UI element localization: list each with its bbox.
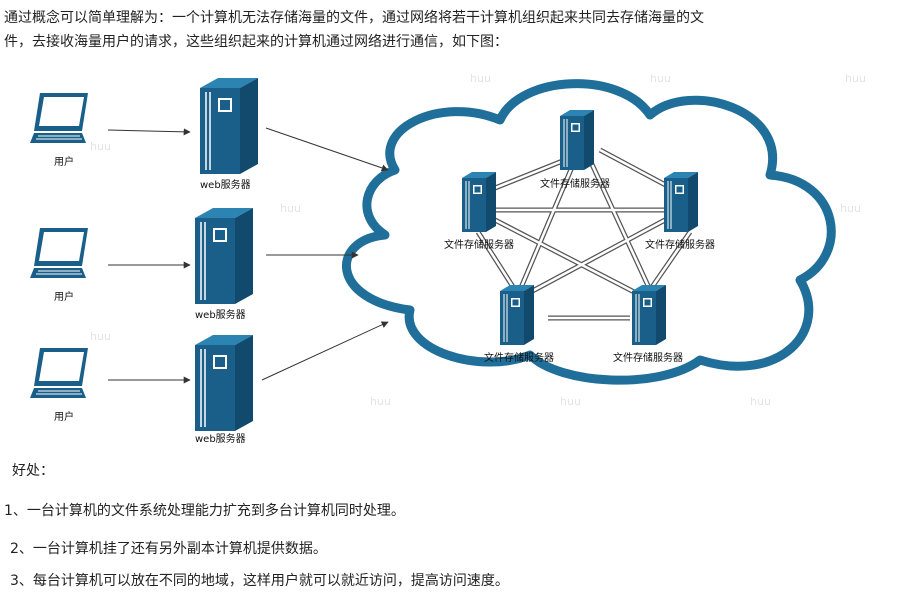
arrow-web3-to-cloud bbox=[261, 321, 389, 381]
storage-server-left: 文件存储服务器 bbox=[444, 171, 514, 251]
arrow-user1-to-web1 bbox=[107, 128, 191, 136]
web-server-2: web服务器 bbox=[194, 207, 254, 321]
user-laptop-3: 用户 bbox=[29, 347, 89, 423]
storage-server-bottom-left: 文件存储服务器 bbox=[484, 284, 554, 364]
storage-server-label: 文件存储服务器 bbox=[444, 238, 514, 251]
user-laptop-2: 用户 bbox=[29, 227, 89, 303]
watermark: huu bbox=[470, 72, 491, 85]
intro-paragraph: 通过概念可以简单理解为：一个计算机无法存储海量的文件，通过网络将若干计算机组织起… bbox=[4, 6, 889, 54]
watermark: huu bbox=[280, 202, 301, 215]
user-laptop-1: 用户 bbox=[29, 92, 89, 168]
watermark: huu bbox=[560, 395, 581, 408]
web-server-label: web服务器 bbox=[195, 308, 246, 321]
user-label: 用户 bbox=[54, 410, 74, 423]
watermark: huu bbox=[370, 395, 391, 408]
user-label: 用户 bbox=[54, 155, 74, 168]
watermark: huu bbox=[650, 72, 671, 85]
watermark: huu bbox=[840, 202, 861, 215]
intro-line-2: 件，去接收海量用户的请求，这些组织起来的计算机通过网络进行通信，如下图： bbox=[4, 34, 508, 50]
benefit-item-3: 3、每台计算机可以放在不同的地域，这样用户就可以就近访问，提高访问速度。 bbox=[10, 573, 509, 589]
benefits-title: 好处： bbox=[12, 463, 54, 479]
benefit-item-1: 1、一台计算机的文件系统处理能力扩充到多台计算机同时处理。 bbox=[4, 503, 405, 519]
watermark: huu bbox=[90, 330, 111, 343]
user-label: 用户 bbox=[54, 290, 74, 303]
storage-server-bottom-right: 文件存储服务器 bbox=[613, 284, 683, 364]
storage-server-right: 文件存储服务器 bbox=[645, 171, 715, 251]
storage-server-label: 文件存储服务器 bbox=[484, 351, 554, 364]
cloud-shape bbox=[342, 79, 836, 385]
benefit-item-2: 2、一台计算机挂了还有另外副本计算机提供数据。 bbox=[10, 541, 327, 557]
web-server-1: web服务器 bbox=[199, 77, 259, 191]
intro-line-1: 通过概念可以简单理解为：一个计算机无法存储海量的文件，通过网络将若干计算机组织起… bbox=[4, 10, 704, 26]
arrow-web1-to-cloud bbox=[265, 127, 389, 172]
distributed-storage-diagram: huu huu huu huu huu huu huu huu huu huu … bbox=[29, 72, 866, 445]
watermark: huu bbox=[90, 140, 111, 153]
web-server-3: web服务器 bbox=[194, 334, 254, 445]
storage-server-top: 文件存储服务器 bbox=[540, 109, 610, 190]
storage-server-label: 文件存储服务器 bbox=[613, 351, 683, 364]
web-server-label: web服务器 bbox=[195, 432, 246, 445]
web-server-label: web服务器 bbox=[200, 178, 251, 191]
watermark: huu bbox=[845, 72, 866, 85]
watermark: huu bbox=[750, 395, 771, 408]
storage-server-label: 文件存储服务器 bbox=[645, 238, 715, 251]
storage-server-label: 文件存储服务器 bbox=[540, 177, 610, 190]
